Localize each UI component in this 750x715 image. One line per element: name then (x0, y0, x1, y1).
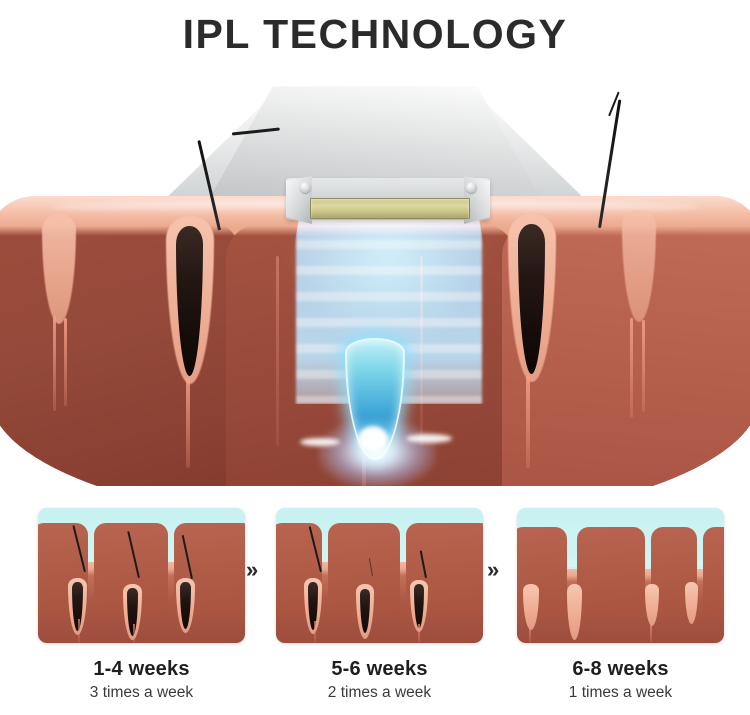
stage-2-image (276, 508, 483, 643)
capillary-right-3 (642, 320, 645, 412)
screw-right-icon (466, 182, 477, 193)
treatment-timeline: 1-4 weeks 3 times a week » (0, 500, 750, 715)
panel-lobe (577, 526, 645, 615)
panel-hair-root (360, 589, 370, 633)
panel-hair-root (127, 587, 138, 636)
stage-2-subtitle: 2 times a week (327, 684, 432, 701)
capillary-right (526, 376, 530, 468)
panel-follicle-empty (523, 583, 539, 630)
stage-3-caption: 6-8 weeks 1 times a week (517, 656, 724, 704)
stage-1-caption: 1-4 weeks 3 times a week (38, 656, 245, 704)
panel-capillary (314, 621, 316, 643)
stage-1: 1-4 weeks 3 times a week (38, 508, 245, 701)
panel-follicle-empty (685, 582, 698, 625)
screw-left-icon (300, 182, 311, 193)
capillary-right-2 (630, 318, 633, 418)
panel-hair-root (72, 582, 83, 632)
panel-capillary (418, 624, 420, 643)
spark-left-icon (300, 438, 340, 446)
ipl-lamp-window (310, 198, 470, 219)
panel-capillary (133, 624, 135, 643)
panel-hair-root (180, 582, 191, 630)
stage-separator-1-icon: » (246, 557, 258, 582)
stage-3-subtitle: 1 times a week (568, 684, 673, 701)
stage-separator-2-icon: » (487, 557, 499, 582)
panel-hair-root (414, 583, 424, 628)
panel-capillary (529, 624, 531, 643)
panel-capillary (78, 618, 80, 643)
stage-3: 6-8 weeks 1 times a week (517, 508, 724, 701)
stage-1-title: 1-4 weeks (93, 658, 190, 680)
stage-2-caption: 5-6 weeks 2 times a week (276, 656, 483, 704)
panel-hair-root (308, 582, 318, 631)
stage-3-image (517, 508, 724, 643)
stage-2: 5-6 weeks 2 times a week (276, 508, 483, 701)
spark-right-icon (406, 434, 452, 443)
panel-lobe (703, 526, 724, 615)
panel-capillary (650, 624, 652, 643)
spark-core-icon (358, 426, 388, 452)
panel-follicle-empty (645, 583, 659, 626)
capillary-left (53, 316, 56, 411)
capillary-left-2 (64, 318, 67, 406)
panel-follicle-empty (567, 583, 582, 640)
stage-2-title: 5-6 weeks (331, 658, 428, 680)
stage-3-title: 6-8 weeks (572, 658, 669, 680)
ipl-technology-illustration (0, 86, 750, 486)
stage-1-subtitle: 3 times a week (89, 684, 194, 701)
stage-1-image (38, 508, 245, 643)
capillary-left-3 (186, 378, 190, 468)
page-title: IPL TECHNOLOGY (182, 11, 568, 57)
